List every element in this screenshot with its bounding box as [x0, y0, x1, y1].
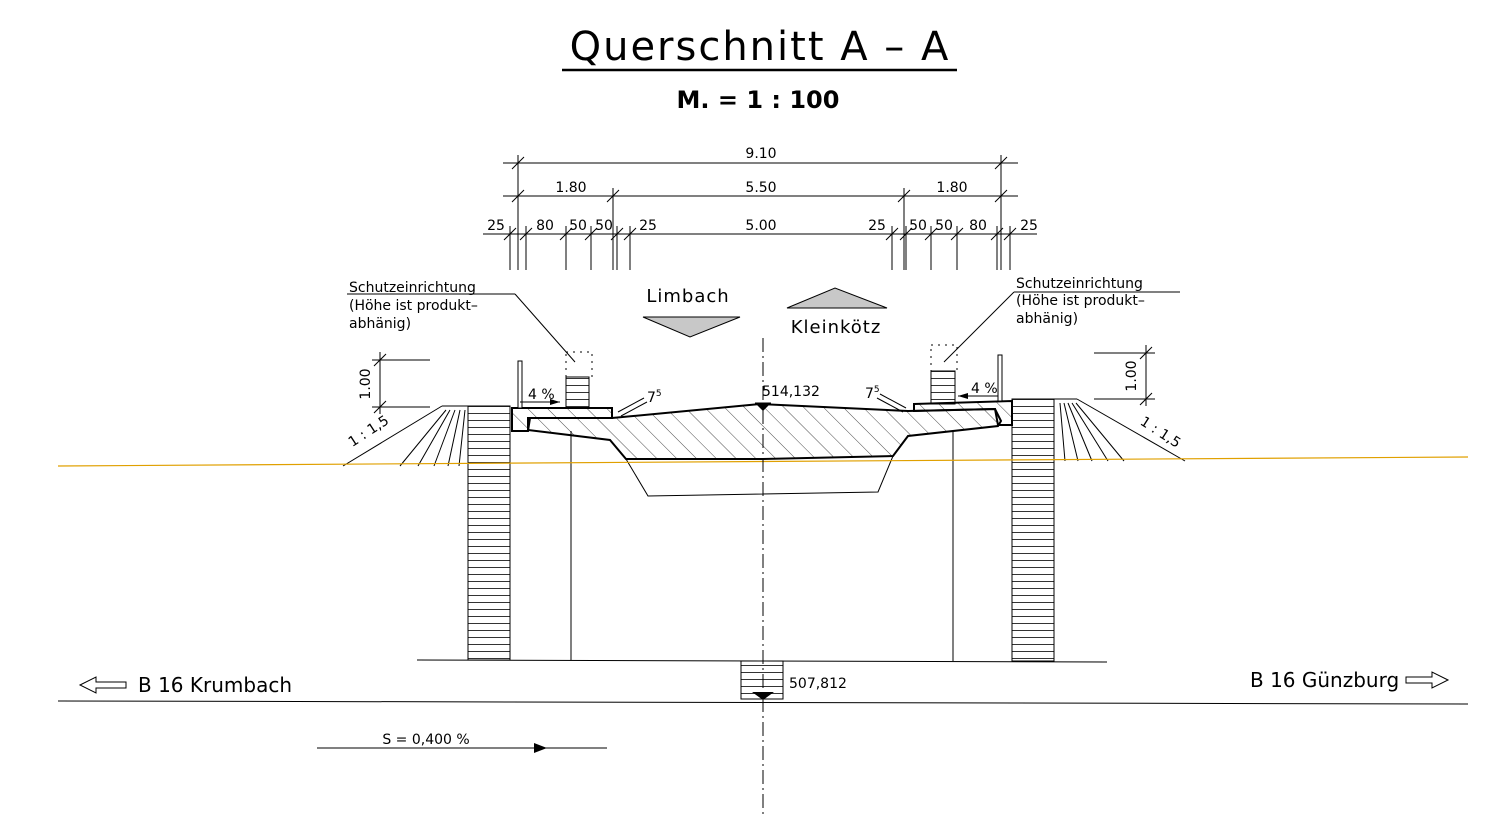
dim-left-cap: 1.80 [555, 180, 586, 196]
dim-detail: 5.00 [745, 218, 776, 234]
curb-height-right: 75 [865, 385, 880, 402]
barrier-label-line: (Höhe ist produkt– [1016, 293, 1145, 309]
barrier-label-line: (Höhe ist produkt– [349, 298, 478, 314]
direction-up-triangle [786, 287, 888, 309]
barrier-dotted-left [565, 351, 593, 378]
cross-fall-arrow-right [958, 393, 968, 399]
road-level-line [416, 659, 1108, 663]
cross-fall-arrow-left [550, 399, 560, 405]
embankment-left: 1 : 1,5 [342, 405, 468, 467]
direction-down-triangle [642, 316, 741, 338]
barrier-annotation-left: Schutzeinrichtung (Höhe ist produkt– abh… [347, 280, 576, 363]
road-label-left: B 16 Krumbach [138, 673, 292, 697]
slope-label-left: 1 : 1,5 [346, 413, 392, 451]
barrier-label-line: abhänig) [1016, 311, 1078, 327]
dim-detail: 50 [569, 218, 587, 234]
barrier-block-left [565, 376, 590, 409]
abutment-left [467, 405, 511, 661]
height-label-right: 1.00 [1124, 360, 1140, 391]
dim-detail: 25 [868, 218, 886, 234]
dim-detail: 50 [595, 218, 613, 234]
cross-fall-right: 4 % [971, 381, 998, 397]
arrow-right-icon [1405, 671, 1450, 689]
embankment-right: 1 : 1,5 [1054, 398, 1186, 462]
dim-detail: 80 [536, 218, 554, 234]
railing-post-right [997, 354, 1003, 402]
scale-label: M. = 1 : 100 [677, 86, 840, 114]
barrier-dotted-right [930, 344, 958, 372]
railing-post-left [517, 360, 523, 409]
dim-detail: 50 [935, 218, 953, 234]
barrier-label-line: Schutzeinrichtung [1016, 276, 1143, 292]
dim-detail: 25 [487, 218, 505, 234]
height-label-left: 1.00 [358, 368, 374, 399]
elevation-top-label: 514,132 [762, 384, 820, 400]
barrier-label-line: abhänig) [349, 316, 411, 332]
elevation-marker-top [755, 403, 771, 411]
dim-detail: 25 [639, 218, 657, 234]
arrow-left-icon [78, 676, 127, 694]
elevation-bottom-label: 507,812 [789, 676, 847, 692]
road-label-right: B 16 Günzburg [1250, 668, 1399, 692]
dim-detail: 80 [969, 218, 987, 234]
dimension-chains: 9.10 1.80 5.50 1.80 25 80 50 50 25 5.00 … [483, 146, 1038, 270]
direction-kleinkoetz: Kleinkötz [791, 317, 882, 338]
dim-roadway: 5.50 [745, 180, 776, 196]
direction-limbach: Limbach [646, 286, 729, 307]
gradient-label: S = 0,400 % [382, 732, 469, 748]
height-dimension-left: 1.00 [358, 352, 430, 414]
dim-total: 9.10 [745, 146, 776, 162]
barrier-block-right [930, 370, 956, 405]
abutment-right [1011, 398, 1055, 662]
barrier-annotation-right: Schutzeinrichtung (Höhe ist produkt– abh… [943, 276, 1180, 363]
bridge-superstructure [511, 399, 1013, 661]
height-dimension-right: 1.00 [1094, 345, 1155, 406]
safety-barriers [517, 344, 1003, 409]
elevation-marker-bottom [752, 692, 774, 700]
gradient-arrow-icon [534, 743, 547, 753]
dim-right-cap: 1.80 [936, 180, 967, 196]
barrier-label-line: Schutzeinrichtung [349, 280, 476, 296]
cross-fall-left: 4 % [528, 387, 555, 403]
curb-height-left: 75 [647, 389, 662, 406]
drawing-title: Querschnitt A – A [570, 24, 951, 70]
slope-label-right: 1 : 1,5 [1137, 414, 1183, 452]
dim-detail: 50 [909, 218, 927, 234]
dim-detail: 25 [1020, 218, 1038, 234]
